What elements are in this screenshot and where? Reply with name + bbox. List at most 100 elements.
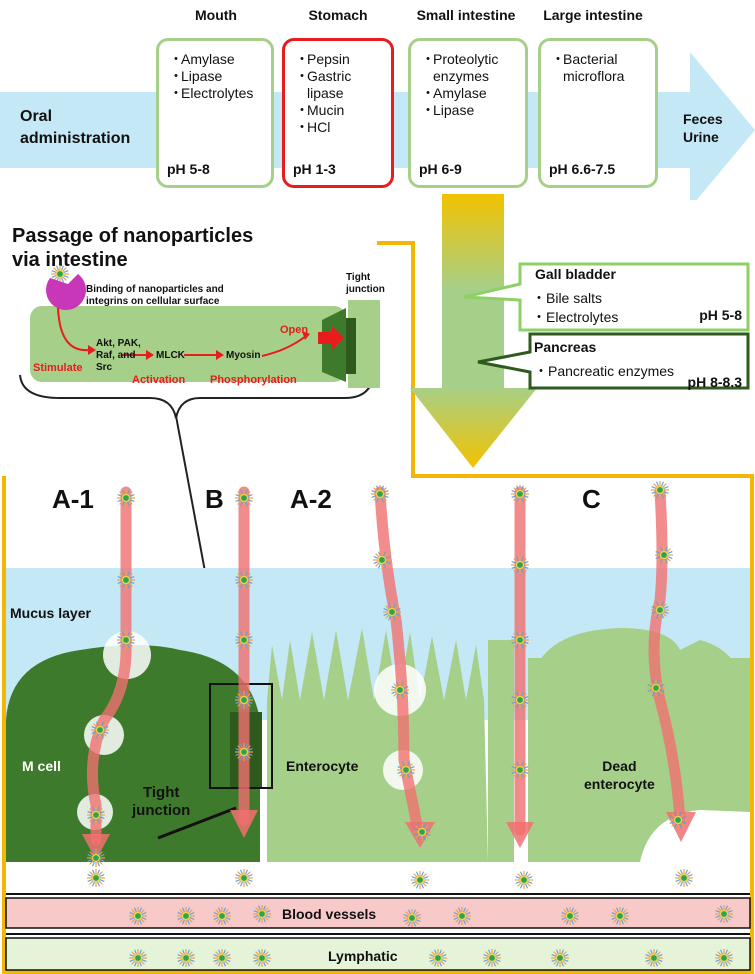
list-item: ・Bile salts <box>532 290 603 306</box>
nanoparticle-icon <box>87 869 105 887</box>
list-item: ・Gastric <box>295 68 352 84</box>
list-item: microflora <box>563 68 625 84</box>
dead-enterocyte <box>540 628 750 862</box>
nanoparticle-icon <box>235 631 253 649</box>
nanoparticle-icon <box>675 869 693 887</box>
ph-label: pH 6-9 <box>419 161 462 177</box>
route-label-b: B <box>205 484 224 514</box>
list-item: ・Bacterial <box>551 51 618 67</box>
gall-bladder-callout: Gall bladder ・Bile salts ・Electrolytes p… <box>532 266 744 328</box>
list-item: enzymes <box>433 68 490 84</box>
ph-label: pH 1-3 <box>293 161 336 177</box>
nanoparticle-icon <box>213 949 231 967</box>
nanoparticle-icon <box>411 871 429 889</box>
nanoparticle-icon <box>715 905 733 923</box>
nanoparticle-icon <box>235 571 253 589</box>
enterocyte-label: Enterocyte <box>286 758 359 774</box>
nanoparticle-icon <box>373 551 391 569</box>
nanoparticle-icon <box>235 489 253 507</box>
nanoparticle-icon <box>235 869 253 887</box>
blood-vessels-label: Blood vessels <box>282 906 377 922</box>
pancreas-title: Pancreas <box>534 339 597 355</box>
nanoparticle-icon <box>383 603 401 621</box>
nanoparticle-icon <box>87 849 105 867</box>
nanoparticle-icon <box>651 601 669 619</box>
nanoparticle-icon <box>669 811 687 829</box>
nanoparticle-icon <box>177 949 195 967</box>
ph-label: pH 8-8.3 <box>687 374 742 390</box>
stomach-box: ・Pepsin ・Gastric lipase ・Mucin ・HCl pH 1… <box>282 38 394 188</box>
route-label-a2: A-2 <box>290 484 332 514</box>
nanoparticle-icon <box>51 265 69 283</box>
enterocyte <box>267 628 488 862</box>
nanoparticle-icon <box>413 823 431 841</box>
integrin-receptor <box>46 274 86 310</box>
nanoparticle-icon <box>551 949 569 967</box>
list-item: ・Electrolytes <box>532 309 619 325</box>
myosin-label: Myosin <box>226 350 261 361</box>
header-stomach: Stomach <box>308 7 368 23</box>
nanoparticle-icon <box>117 571 135 589</box>
header-small-intestine: Small intestine <box>416 7 516 23</box>
list-item: ・Lipase <box>169 68 223 84</box>
gall-bladder-title: Gall bladder <box>535 266 616 282</box>
open-label: Open <box>280 324 309 336</box>
lymphatic-label: Lymphatic <box>328 948 398 964</box>
nanoparticle-icon <box>235 743 253 761</box>
nanoparticle-icon <box>561 907 579 925</box>
nanoparticle-icon <box>645 949 663 967</box>
nanoparticle-icon <box>651 481 669 499</box>
stimulate-label: Stimulate <box>33 362 83 374</box>
nanoparticle-icon <box>213 907 231 925</box>
list-item: ・Lipase <box>421 102 475 118</box>
phosphorylation-label: Phosphorylation <box>210 374 297 386</box>
nanoparticle-icon <box>483 949 501 967</box>
pancreas-callout: Pancreas ・Pancreatic enzymes pH 8-8.3 <box>534 339 744 390</box>
small-intestine-box: ・Proteolytic enzymes ・Amylase ・Lipase pH… <box>408 38 528 188</box>
header-mouth: Mouth <box>195 7 237 23</box>
nanoparticle-icon <box>87 806 105 824</box>
list-item: ・Pepsin <box>295 51 350 67</box>
nanoparticle-icon <box>511 761 529 779</box>
nanoparticle-icon <box>429 949 447 967</box>
list-item: lipase <box>307 85 344 101</box>
nanoparticle-icon <box>715 949 733 967</box>
nanoparticle-icon <box>235 691 253 709</box>
route-label-a1: A-1 <box>52 484 94 514</box>
nanoparticle-icon <box>253 949 271 967</box>
mucus-layer-label: Mucus layer <box>10 605 91 621</box>
header-large-intestine: Large intestine <box>543 7 643 23</box>
nanoparticle-icon <box>611 907 629 925</box>
nanoparticle-icon <box>91 721 109 739</box>
route-arrow-a1 <box>86 486 132 846</box>
nanoparticle-icon <box>177 907 195 925</box>
nanoparticle-icon <box>511 691 529 709</box>
mouth-box: ・Amylase ・Lipase ・Electrolytes pH 5-8 <box>156 38 274 188</box>
nanoparticle-icon <box>647 679 665 697</box>
nanoparticle-icon <box>117 489 135 507</box>
lymphatic-bar <box>5 937 751 971</box>
m-cell-label: M cell <box>22 758 61 774</box>
nanoparticle-icon <box>371 485 389 503</box>
activation-label: Activation <box>132 374 186 386</box>
nanoparticle-icon <box>253 905 271 923</box>
ph-label: pH 5-8 <box>167 161 210 177</box>
nanoparticle-icon <box>403 909 421 927</box>
nanoparticle-icon <box>397 761 415 779</box>
nanoparticle-icon <box>391 681 409 699</box>
nanoparticle-icon <box>117 631 135 649</box>
nanoparticle-icon <box>511 556 529 574</box>
list-item: ・Mucin <box>295 102 345 118</box>
large-intestine-box: ・Bacterial microflora pH 6.6-7.5 <box>538 38 658 188</box>
nanoparticle-icon <box>129 949 147 967</box>
